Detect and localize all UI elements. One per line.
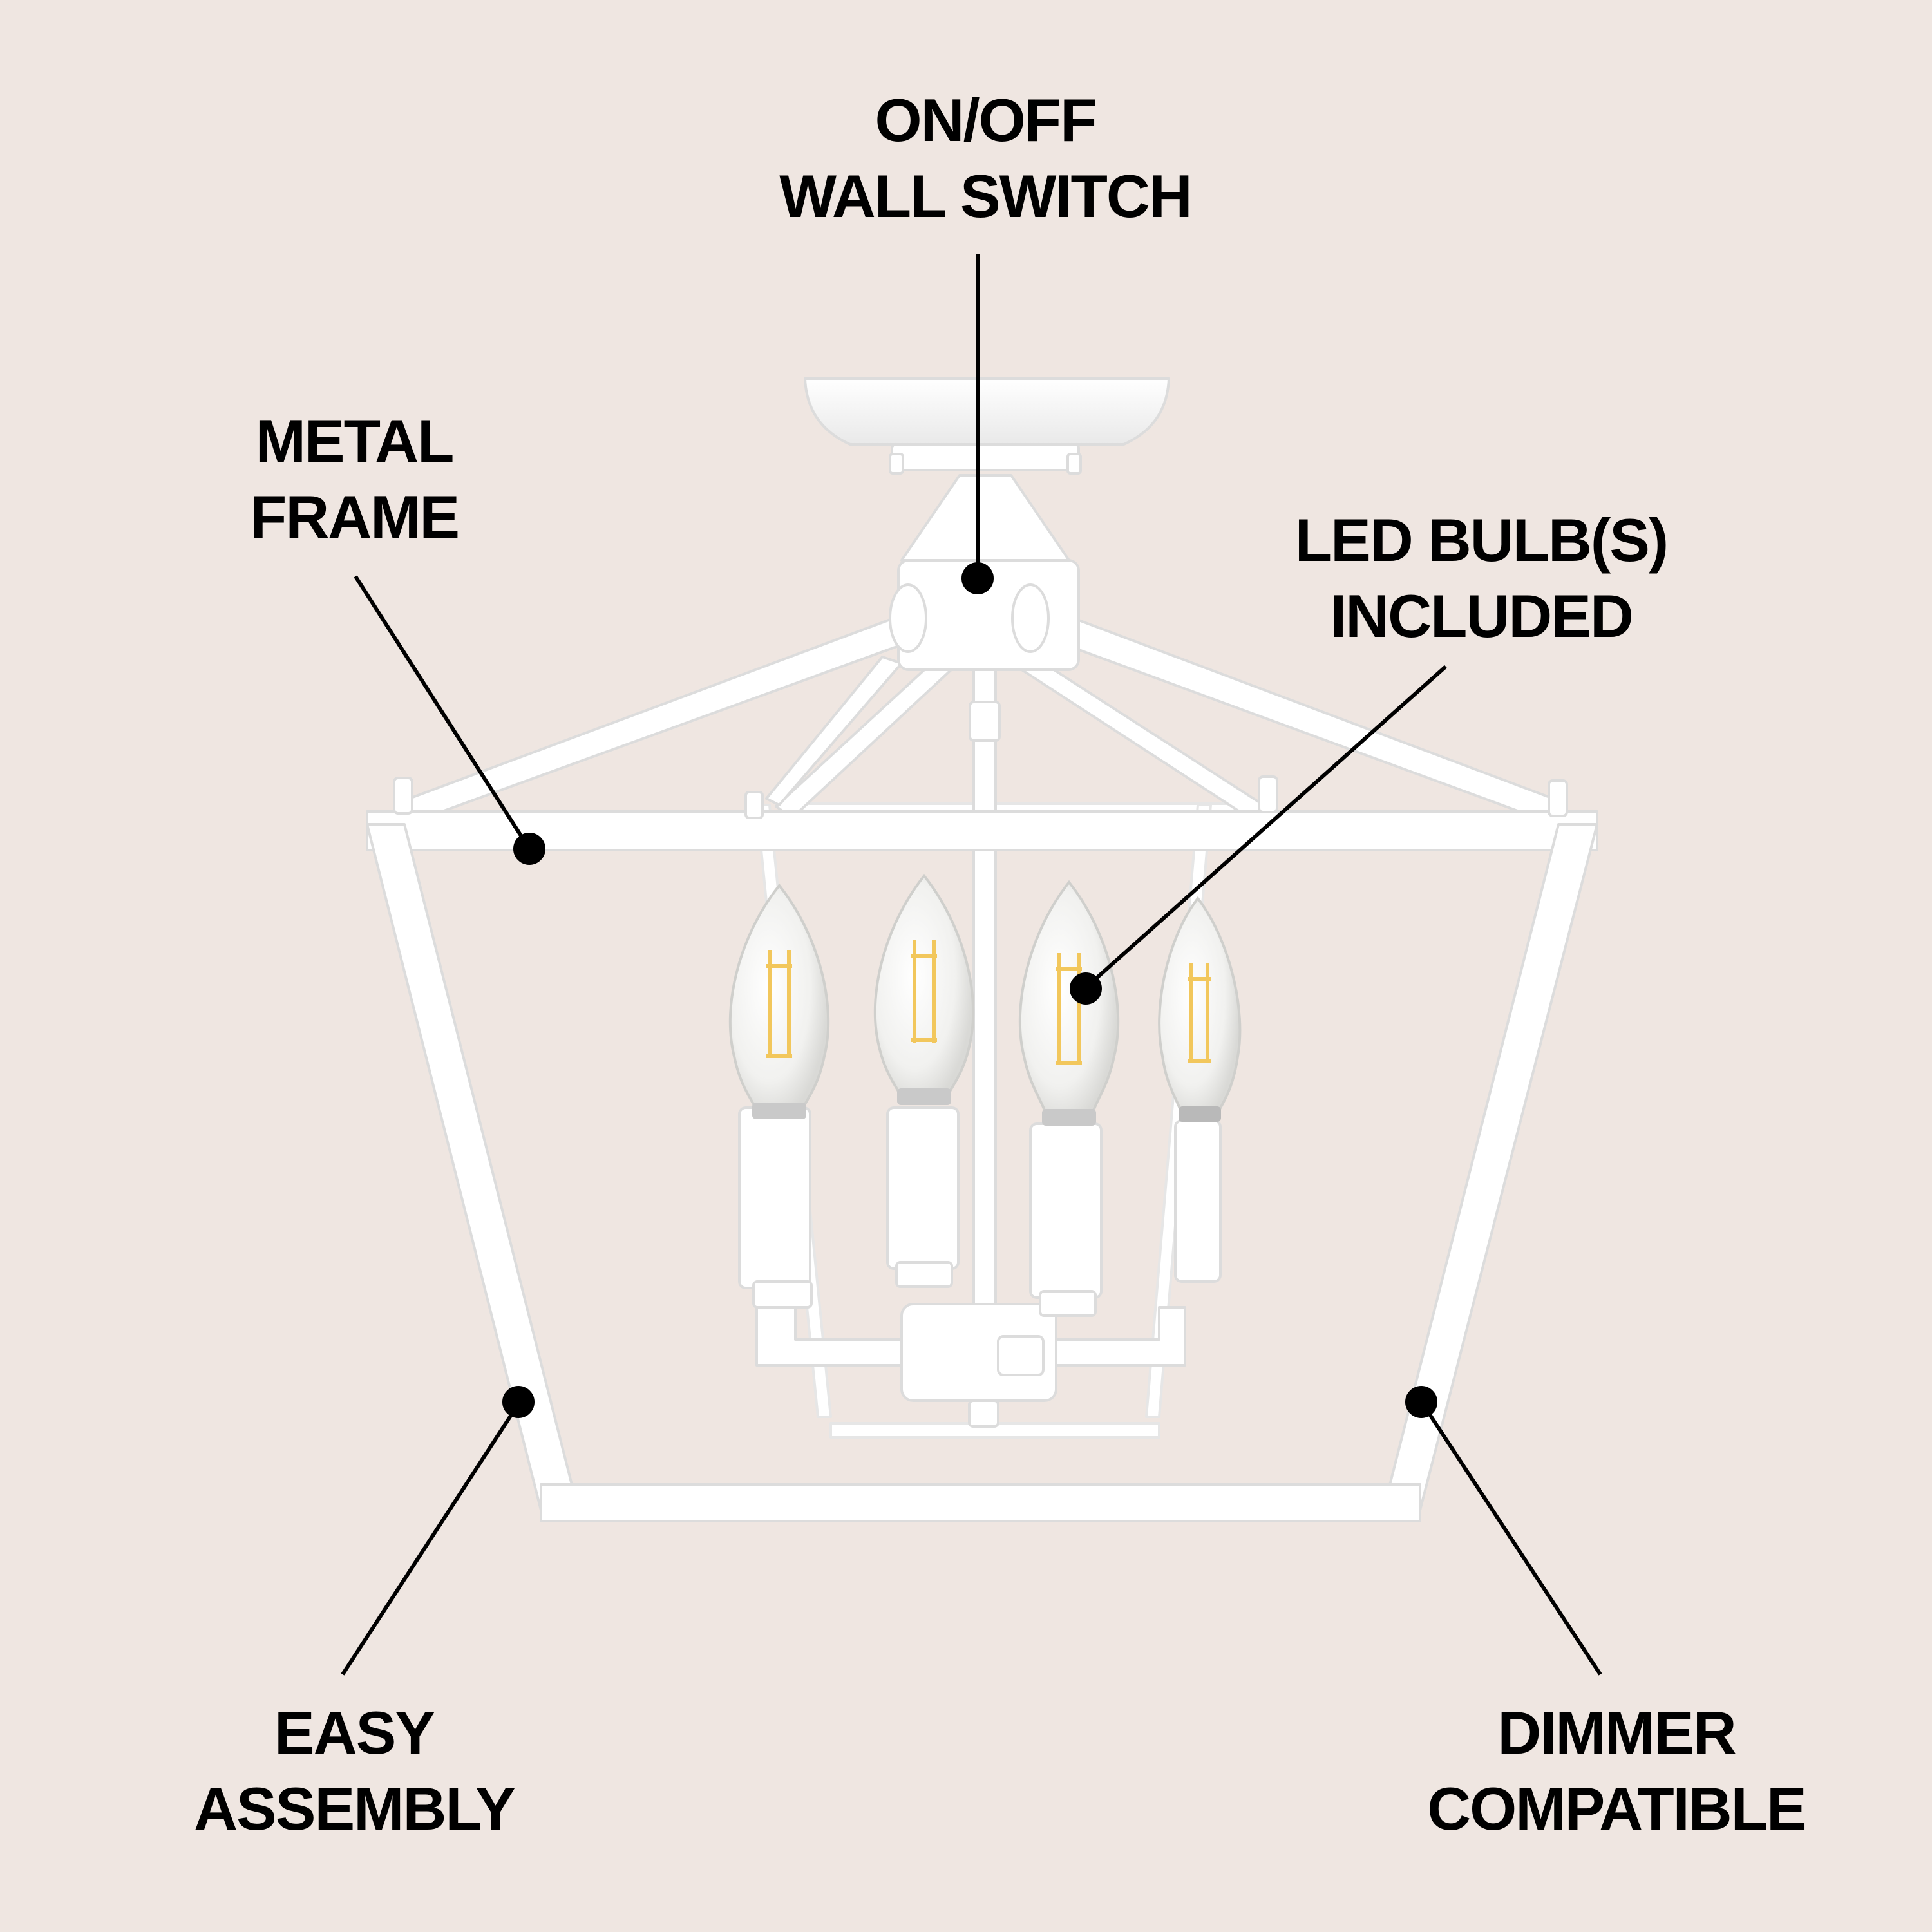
callout-label-easy-assembly: EASY ASSEMBLY: [194, 1699, 516, 1842]
frame-front: [366, 775, 1598, 1522]
callout-line-dimmer: [1405, 1386, 1602, 1676]
candle-sleeves: [738, 1106, 1222, 1317]
bulb-4: [1158, 896, 1242, 1122]
callout-line-metal: [354, 575, 545, 865]
led-bulbs: [728, 873, 1242, 1126]
callout-line-led: [1070, 665, 1447, 1005]
bulb-3: [1018, 880, 1120, 1126]
center-stem: [972, 668, 997, 1321]
candle-arms: [755, 1296, 1186, 1428]
bulb-1: [728, 883, 830, 1119]
ceiling-canopy: [804, 377, 1170, 671]
bulb-2: [873, 873, 975, 1105]
callout-line-switch: [961, 254, 994, 594]
callout-label-led-bulbs: LED BULB(S) INCLUDED: [1294, 506, 1669, 650]
callout-label-dimmer-compatible: DIMMER COMPATIBLE: [1427, 1699, 1806, 1842]
callout-line-easy: [341, 1386, 535, 1676]
callout-label-wall-switch: ON/OFF WALL SWITCH: [779, 86, 1192, 230]
callout-label-metal-frame: METAL FRAME: [249, 407, 460, 551]
